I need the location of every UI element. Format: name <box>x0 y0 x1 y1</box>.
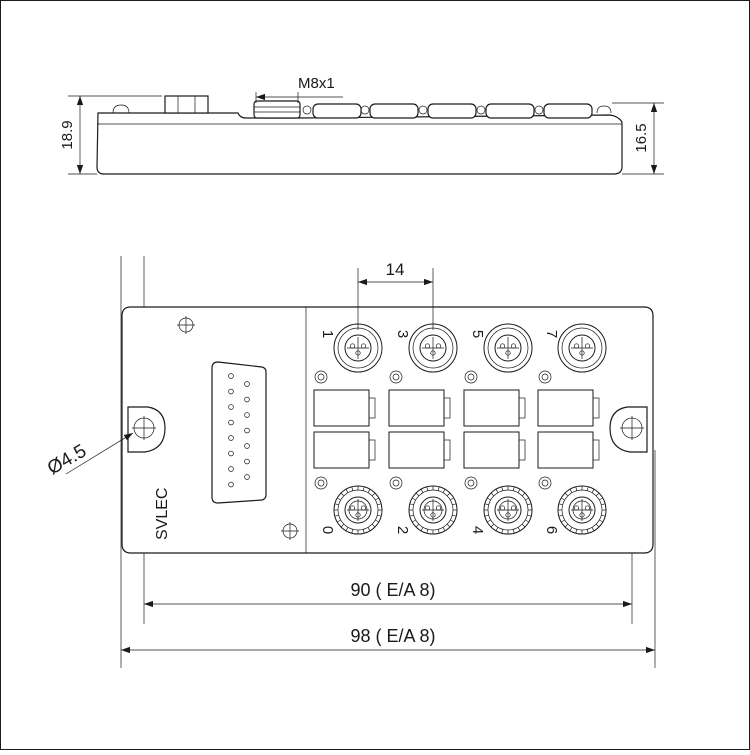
thread-label: M8x1 <box>298 75 335 92</box>
port-number: 6 <box>543 526 560 534</box>
subd-pin <box>228 373 234 379</box>
m8-port: 0 <box>319 485 383 535</box>
port-number: 1 <box>319 330 336 338</box>
ports: 1 0 3 2 5 4 7 6 <box>313 323 607 535</box>
led-indicator <box>464 370 478 384</box>
subd-pin <box>244 396 250 403</box>
subd-pin <box>244 474 250 480</box>
led-indicator <box>389 476 403 490</box>
port-number: 0 <box>319 526 336 534</box>
housing-outline <box>121 306 654 554</box>
side-view: M8x1 18.9 16.5 <box>59 75 664 175</box>
m8-port: 5 <box>469 323 533 373</box>
subd-pin <box>244 458 250 465</box>
led-indicator <box>314 476 328 490</box>
screw-icon <box>281 522 299 540</box>
label-window <box>388 431 451 469</box>
port-number: 4 <box>469 526 486 534</box>
subd-pin <box>228 481 234 488</box>
subd-pin <box>244 381 250 387</box>
screw-icon <box>177 316 195 334</box>
hole-diameter-leader <box>65 432 134 475</box>
label-window <box>313 389 376 427</box>
label-window <box>463 431 526 469</box>
side-view-bump <box>596 105 612 114</box>
led-indicator <box>314 370 328 384</box>
port-number: 5 <box>469 330 486 338</box>
side-view-receptacles <box>253 100 593 119</box>
led-indicator <box>464 476 478 490</box>
side-view-bump <box>112 104 130 114</box>
side-view-body <box>96 112 623 175</box>
height-right-label: 16.5 <box>633 123 650 152</box>
m8-port: 4 <box>469 485 533 535</box>
label-window <box>313 431 376 469</box>
label-window <box>388 389 451 427</box>
mounting-hole-left <box>127 406 166 453</box>
width-outer-label: 98 ( E/A 8) <box>350 626 435 646</box>
led-indicator <box>538 476 552 490</box>
port-number: 7 <box>543 330 560 338</box>
m8-port: 6 <box>543 485 607 535</box>
subd-pins <box>228 373 250 488</box>
subd-pin <box>244 427 250 434</box>
mounting-hole-right <box>609 406 648 453</box>
width-inner-label: 90 ( E/A 8) <box>350 580 435 600</box>
subd-connector <box>211 361 267 504</box>
label-window <box>537 389 600 427</box>
height-left-label: 18.9 <box>59 120 76 149</box>
side-view-subd <box>164 95 209 114</box>
subd-pin <box>244 443 250 449</box>
subd-pin <box>228 388 234 395</box>
label-window <box>537 431 600 469</box>
m8-port: 2 <box>394 485 458 535</box>
subd-pin <box>228 450 234 457</box>
subd-pin <box>228 404 234 410</box>
led-indicator <box>389 370 403 384</box>
subd-pin <box>244 412 250 418</box>
subd-pin <box>228 435 234 441</box>
subd-pin <box>228 466 234 472</box>
port-number: 2 <box>394 526 411 534</box>
port-number: 3 <box>394 330 411 338</box>
brand-label: SVLEC <box>154 488 171 540</box>
led-indicator <box>538 370 552 384</box>
m8-port: 7 <box>543 323 607 373</box>
subd-pin <box>228 419 234 426</box>
pitch-label: 14 <box>386 260 405 279</box>
label-window <box>463 389 526 427</box>
